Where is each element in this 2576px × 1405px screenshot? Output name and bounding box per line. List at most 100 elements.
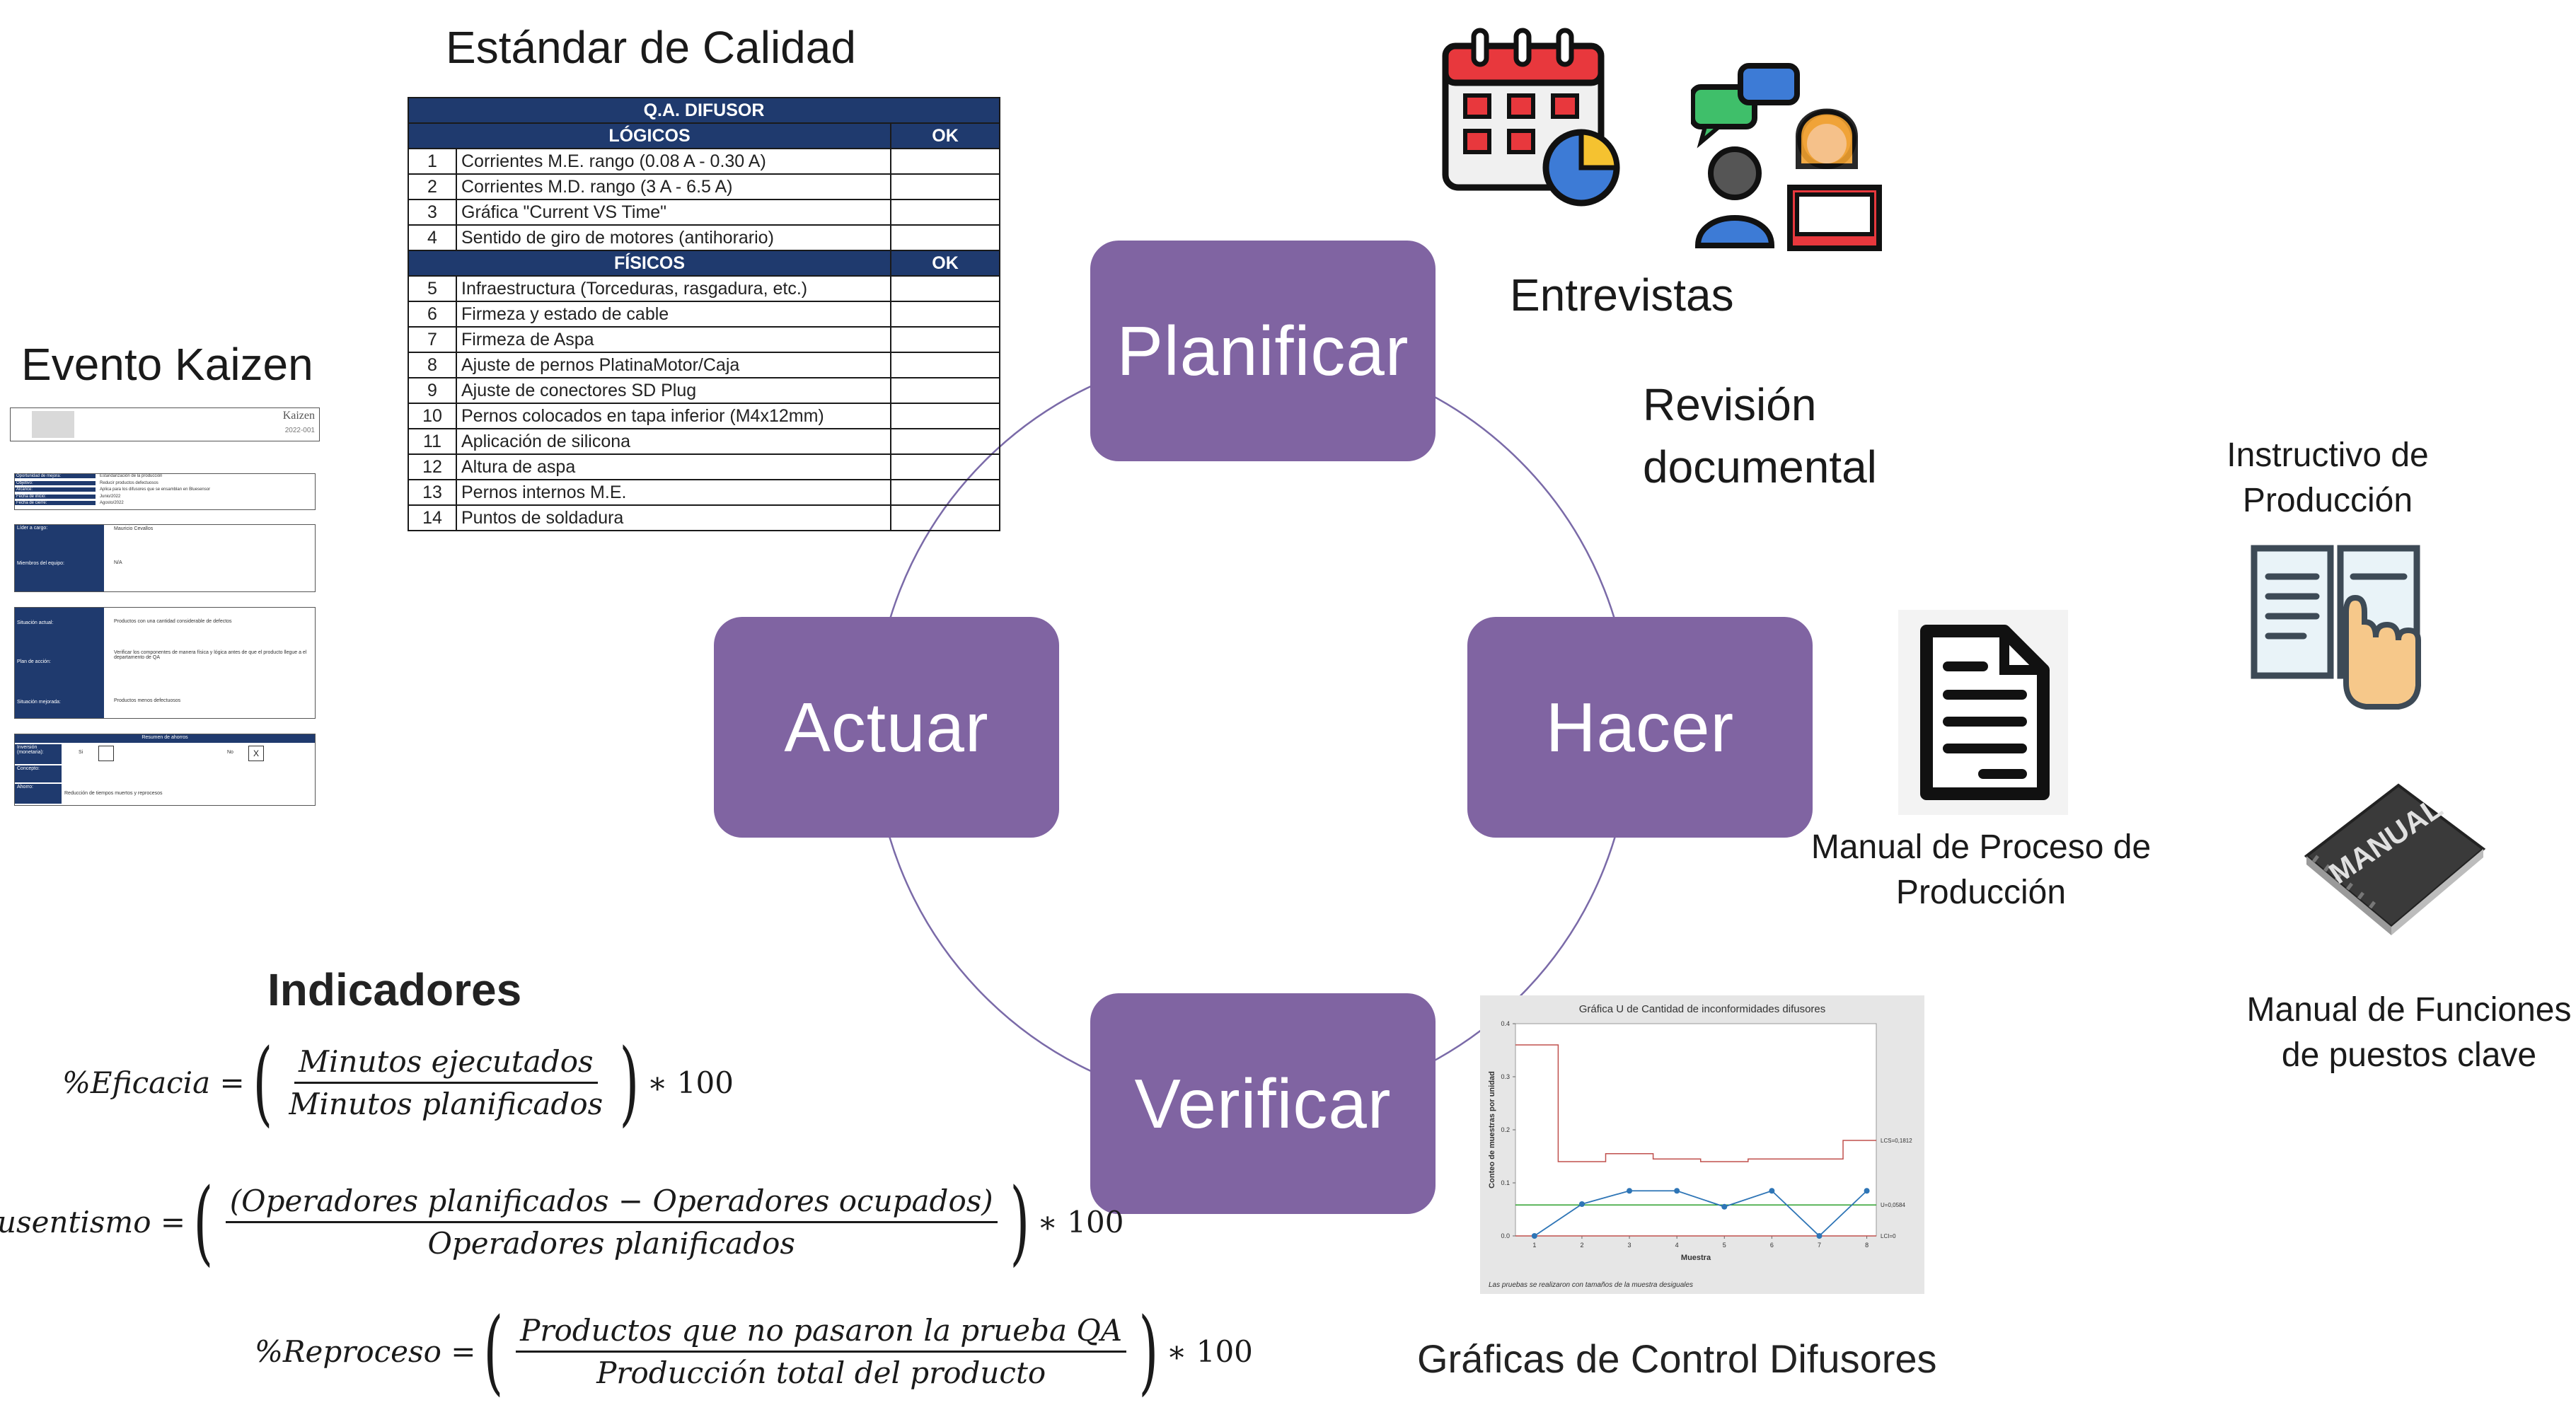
qa-item-number: 13 <box>408 479 457 506</box>
pdca-act-label: Actuar <box>784 688 989 766</box>
kaizen-info-value: Reducir productos defectuosos <box>100 480 158 485</box>
chart-footnote: Las pruebas se realizaron con tamaños de… <box>1489 1281 1693 1289</box>
kaizen-improved-label: Situación mejorada: <box>15 686 104 718</box>
kaizen-inversion-label: Inversión (monetaria): <box>15 744 62 764</box>
formula-ausentismo-denominator: Operadores planificados <box>427 1225 795 1261</box>
kaizen-situation-block: Situación actual: Productos con una cant… <box>14 607 316 719</box>
qa-ok-cell[interactable] <box>890 428 1000 455</box>
qa-item-text: Corrientes M.D. rango (3 A - 6.5 A) <box>456 173 891 200</box>
chart-data-point <box>1627 1188 1633 1194</box>
formula-ausentismo: usentismo = ( (Operadores planificados −… <box>0 1176 1124 1268</box>
qa-item-number: 4 <box>408 224 457 251</box>
kaizen-leader-label: Líder a cargo: <box>15 525 104 535</box>
qa-item-number: 12 <box>408 453 457 480</box>
qa-ok-cell[interactable] <box>890 173 1000 200</box>
document-icon <box>1898 610 2068 815</box>
chart-plot-area <box>1515 1023 1877 1237</box>
pdca-check-box[interactable]: Verificar <box>1090 993 1436 1214</box>
formula-reproceso-times: ∗ 100 <box>1166 1334 1253 1369</box>
kaizen-info-value: Agosto/2022 <box>100 501 124 505</box>
indicators-title: Indicadores <box>267 964 522 1015</box>
chart-center-label: U=0,0584 <box>1881 1202 1905 1208</box>
pdca-act-box[interactable]: Actuar <box>714 617 1059 838</box>
pdca-do-box[interactable]: Hacer <box>1467 617 1813 838</box>
instructivo-label: Instructivo de Producción <box>2193 433 2462 524</box>
kaizen-info-label: Alcance: <box>15 487 96 492</box>
doc-review-line-1: Revisión <box>1643 379 1817 430</box>
qa-ok-cell[interactable] <box>890 403 1000 429</box>
qa-physical-header: FÍSICOS <box>408 250 891 277</box>
qa-ok-cell[interactable] <box>890 224 1000 251</box>
qa-item-text: Firmeza y estado de cable <box>456 301 891 328</box>
chart-x-tick-label: 2 <box>1580 1242 1583 1249</box>
kaizen-si-checkbox[interactable] <box>98 746 114 761</box>
qa-title-row: Q.A. DIFUSOR <box>408 97 1000 124</box>
qa-item-text: Ajuste de pernos PlatinaMotor/Caja <box>456 352 891 378</box>
chart-x-tick-label: 7 <box>1818 1242 1821 1249</box>
quality-standard-title: Estándar de Calidad <box>446 22 856 73</box>
qa-ok-cell[interactable] <box>890 326 1000 353</box>
qa-item-number: 14 <box>408 504 457 531</box>
chart-x-tick-label: 3 <box>1628 1242 1631 1249</box>
chart-data-point <box>1721 1203 1728 1210</box>
chart-ucl-line <box>1515 1044 1876 1162</box>
qa-item-text: Gráfica "Current VS Time" <box>456 199 891 226</box>
doc-review-line-2: documental <box>1643 441 1877 492</box>
formula-ausentismo-numerator: (Operadores planificados − Operadores oc… <box>225 1184 998 1223</box>
kaizen-info-value: Aplica para los difusores que se ensambl… <box>100 487 211 492</box>
formula-eficacia-lhs: %Eficacia = <box>62 1065 245 1100</box>
kaizen-improved-value: Productos menos defectuosos <box>114 698 181 703</box>
qa-item-text: Pernos internos M.E. <box>456 479 891 506</box>
chart-x-tick-label: 1 <box>1532 1242 1536 1249</box>
pdca-do-label: Hacer <box>1545 688 1735 766</box>
kaizen-concepto-label: Concepto: <box>15 765 62 782</box>
kaizen-current-label: Situación actual: <box>15 608 104 637</box>
qa-item-number: 5 <box>408 275 457 302</box>
qa-ok-cell[interactable] <box>890 352 1000 378</box>
qa-ok-cell[interactable] <box>890 301 1000 328</box>
qa-item-number: 1 <box>408 148 457 175</box>
qa-ok-cell[interactable] <box>890 479 1000 506</box>
manual-funciones-line-1: Manual de Funciones <box>2246 991 2572 1029</box>
kaizen-team-label: Miembros del equipo: <box>15 535 104 591</box>
chart-y-axis-label: Conteo de muestras por unidad <box>1488 1071 1496 1189</box>
chart-x-tick-label: 5 <box>1723 1242 1726 1249</box>
qa-ok-cell[interactable] <box>890 453 1000 480</box>
chart-y-tick-label: 0.4 <box>1501 1020 1510 1027</box>
pdca-plan-box[interactable]: Planificar <box>1090 241 1436 461</box>
kaizen-info-block: Oportunidad de mejora:Estandarización de… <box>14 473 316 510</box>
kaizen-leader-value: Mauricio Cevallos <box>114 526 154 531</box>
qa-ok-cell[interactable] <box>890 504 1000 531</box>
manual-proceso-label: Manual de Proceso de Producción <box>1797 825 2165 915</box>
chart-y-tick-label: 0.2 <box>1501 1126 1510 1133</box>
kaizen-title: Evento Kaizen <box>21 339 313 390</box>
kaizen-info-label: Fecha de inicio: <box>15 494 96 499</box>
manual-book-icon: MANUAL <box>2304 783 2486 935</box>
qa-ok-header: OK <box>890 122 1000 149</box>
qa-ok-cell[interactable] <box>890 199 1000 226</box>
kaizen-savings-block: Resumen de ahorros Inversión (monetaria)… <box>14 734 316 806</box>
formula-eficacia-times: ∗ 100 <box>647 1065 734 1100</box>
kaizen-no-checkbox[interactable]: X <box>248 746 264 761</box>
kaizen-savings-title: Resumen de ahorros <box>15 734 315 743</box>
kaizen-info-value: Estandarización de la producción <box>100 474 163 478</box>
formula-eficacia-numerator: Minutos ejecutados <box>294 1044 598 1084</box>
qa-ok-cell[interactable] <box>890 377 1000 404</box>
qa-ok-cell[interactable] <box>890 275 1000 302</box>
chart-x-axis-label: Muestra <box>1681 1254 1711 1262</box>
qa-logical-header: LÓGICOS <box>408 122 891 149</box>
qa-ok-cell[interactable] <box>890 148 1000 175</box>
